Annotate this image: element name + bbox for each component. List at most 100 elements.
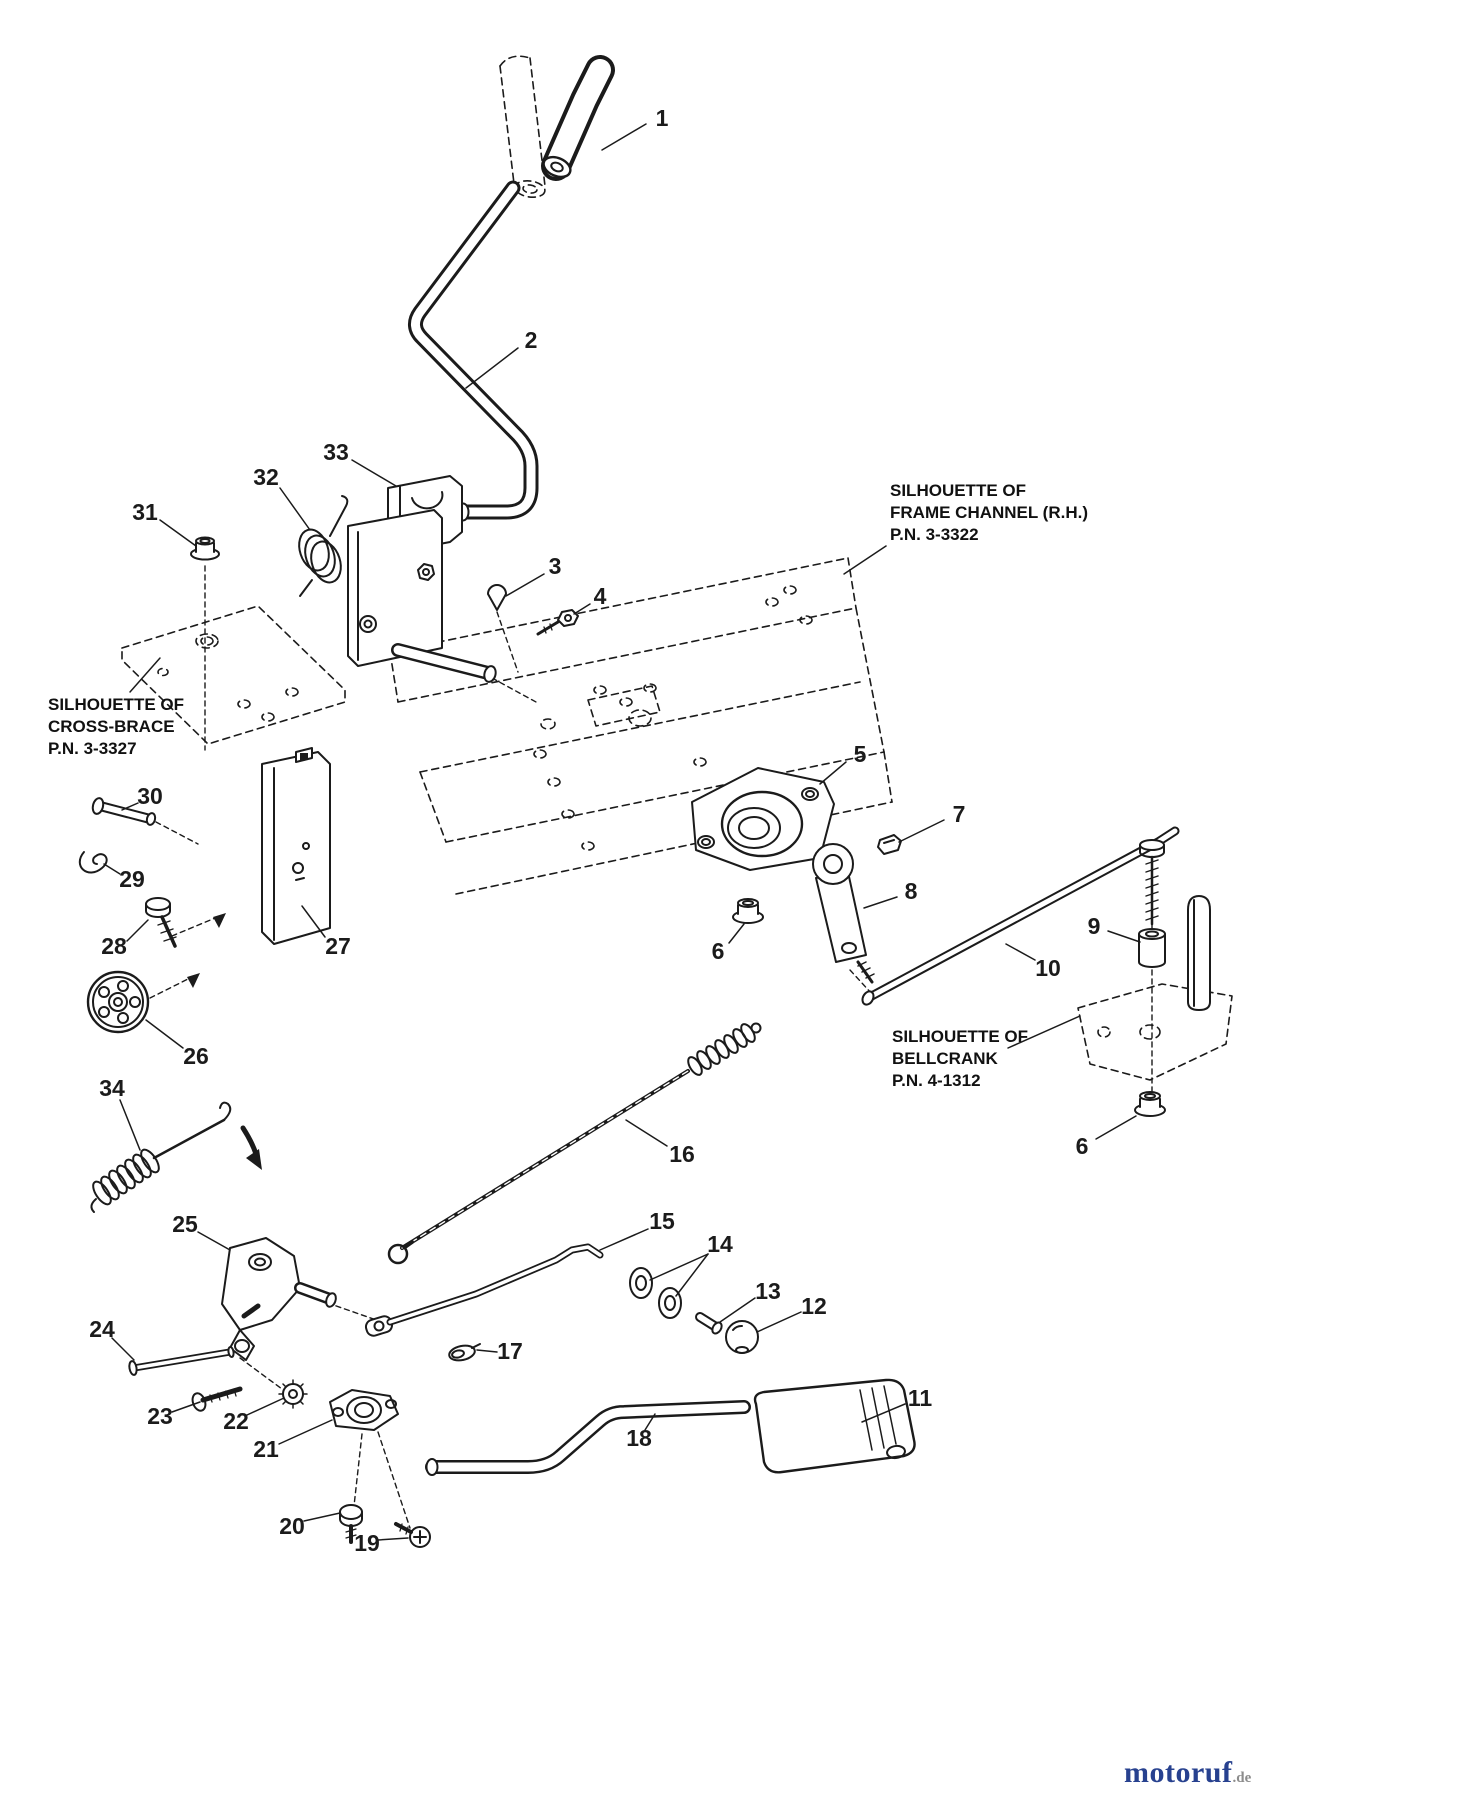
part-13-roll-pin <box>695 1312 723 1335</box>
part-21-flange-bearing <box>329 1389 399 1431</box>
callout-leader-13 <box>719 1297 756 1323</box>
brake-pin <box>1187 895 1211 1011</box>
part-16-brake-cable <box>387 1022 762 1265</box>
watermark: motoruf.de <box>1124 1756 1251 1790</box>
part-callout-32: 32 <box>253 464 279 490</box>
part-callout-11: 11 <box>908 1385 933 1411</box>
part-callout-9: 9 <box>1088 913 1101 939</box>
part-17-retainer-clip <box>448 1343 481 1362</box>
part-callout-29: 29 <box>119 866 145 892</box>
callout-leader-31 <box>159 519 197 547</box>
part-callout-10: 10 <box>1035 955 1061 981</box>
part-callout-24: 24 <box>89 1316 115 1342</box>
callout-leader-1 <box>601 123 647 151</box>
part-callout-22: 22 <box>223 1408 249 1434</box>
part-11-pedal-pad <box>753 1378 916 1474</box>
callout-leader-6b <box>1095 1115 1137 1140</box>
part-callout-21: 21 <box>253 1436 279 1462</box>
callout-leader-30 <box>121 802 139 811</box>
callout-leader-14 <box>675 1253 709 1297</box>
callout-leader-28 <box>126 919 149 942</box>
part-3-half-key <box>487 584 507 611</box>
part-14-washers <box>629 1267 682 1319</box>
callout-leader-2 <box>465 347 519 389</box>
callout-leader-19 <box>377 1537 409 1541</box>
callout-leader-26 <box>145 1019 184 1049</box>
part-callout-12: 12 <box>801 1293 827 1319</box>
annotation-bellcrank: SILHOUETTE OF BELLCRANK P.N. 4-1312 <box>892 1027 1028 1091</box>
part-callout-16: 16 <box>669 1141 695 1167</box>
part-12-knob-ball <box>725 1320 759 1354</box>
callout-leader-34 <box>119 1099 141 1151</box>
callout-leader-8 <box>863 896 898 909</box>
part-callout-18: 18 <box>626 1425 652 1451</box>
callout-leader-5 <box>819 761 847 785</box>
part-1-handle-grip <box>541 55 615 181</box>
part-callout-31: 31 <box>132 499 158 525</box>
part-1-ghost-position <box>499 55 546 198</box>
callout-leader-20 <box>303 1512 341 1522</box>
callout-leader-27 <box>301 905 326 938</box>
part-20-shoulder-screw <box>339 1504 363 1544</box>
part-callout-8: 8 <box>905 878 918 904</box>
bellcrank-silhouette <box>1077 983 1233 1081</box>
part-callout-13: 13 <box>755 1278 781 1304</box>
part-8-brake-link <box>812 843 875 984</box>
part-callout-20: 20 <box>279 1513 305 1539</box>
part-callout-5: 5 <box>854 741 867 767</box>
part-callout-1: 1 <box>656 105 669 131</box>
callout-leader-16 <box>625 1119 668 1147</box>
part-18-pedal-shaft <box>425 1400 751 1476</box>
part-callout-7: 7 <box>953 801 966 827</box>
part-25-clutch-bellcrank <box>221 1237 337 1361</box>
part-callout-27: 27 <box>325 933 351 959</box>
part-27-latch-bracket <box>261 747 331 945</box>
part-30-clevis-pin <box>91 797 157 826</box>
callout-leader-18 <box>644 1413 656 1431</box>
callout-leader-23 <box>171 1401 201 1413</box>
annotation-frame-channel: SILHOUETTE OF FRAME CHANNEL (R.H.) P.N. … <box>890 481 1089 545</box>
callout-leader-29 <box>103 863 121 875</box>
part-callout-6b: 6 <box>1076 1133 1089 1159</box>
callout-leader-11 <box>861 1403 906 1423</box>
callout-leader-32 <box>279 487 311 531</box>
callout-leader-21 <box>278 1419 333 1445</box>
part-32-torsion-spring <box>298 495 349 597</box>
part-22-push-nut <box>278 1379 308 1409</box>
part-6-flange-nut-left <box>732 898 764 924</box>
callout-leader-33 <box>351 459 397 487</box>
part-31-flange-locknut <box>190 536 220 561</box>
watermark-tld: .de <box>1232 1770 1252 1786</box>
callout-leader-25 <box>197 1231 231 1251</box>
callout-leader-6a <box>728 923 745 944</box>
direction-arrows <box>187 913 262 1170</box>
watermark-name: motoruf <box>1124 1756 1233 1789</box>
part-26-pulley <box>86 970 150 1034</box>
part-9-bolt-and-spacer <box>1138 839 1166 968</box>
annotation-leader-lines <box>129 545 1081 1049</box>
callout-leader-3 <box>505 573 545 597</box>
part-10-brake-rod <box>861 826 1180 1006</box>
part-24-rod-pin <box>128 1346 235 1376</box>
callout-leader-9 <box>1107 930 1141 943</box>
callout-leader-14 <box>649 1253 709 1281</box>
part-callout-34: 34 <box>99 1075 125 1101</box>
callout-leader-10 <box>1005 943 1036 961</box>
part-33-pivot-bracket <box>347 475 497 683</box>
part-callout-6a: 6 <box>712 938 725 964</box>
part-callout-2: 2 <box>525 327 538 353</box>
part-2-clutch-lever-rod <box>408 180 539 522</box>
part-28-shoulder-screw <box>145 897 177 948</box>
part-callout-14: 14 <box>707 1231 733 1257</box>
part-4-hex-bolt <box>536 609 579 636</box>
part-callout-28: 28 <box>101 933 127 959</box>
callout-leader-7 <box>898 819 945 843</box>
part-callout-23: 23 <box>147 1403 173 1429</box>
callout-leader-17 <box>476 1349 498 1353</box>
callout-leader-15 <box>599 1228 649 1251</box>
part-callout-26: 26 <box>183 1043 209 1069</box>
part-callout-4: 4 <box>594 583 607 609</box>
